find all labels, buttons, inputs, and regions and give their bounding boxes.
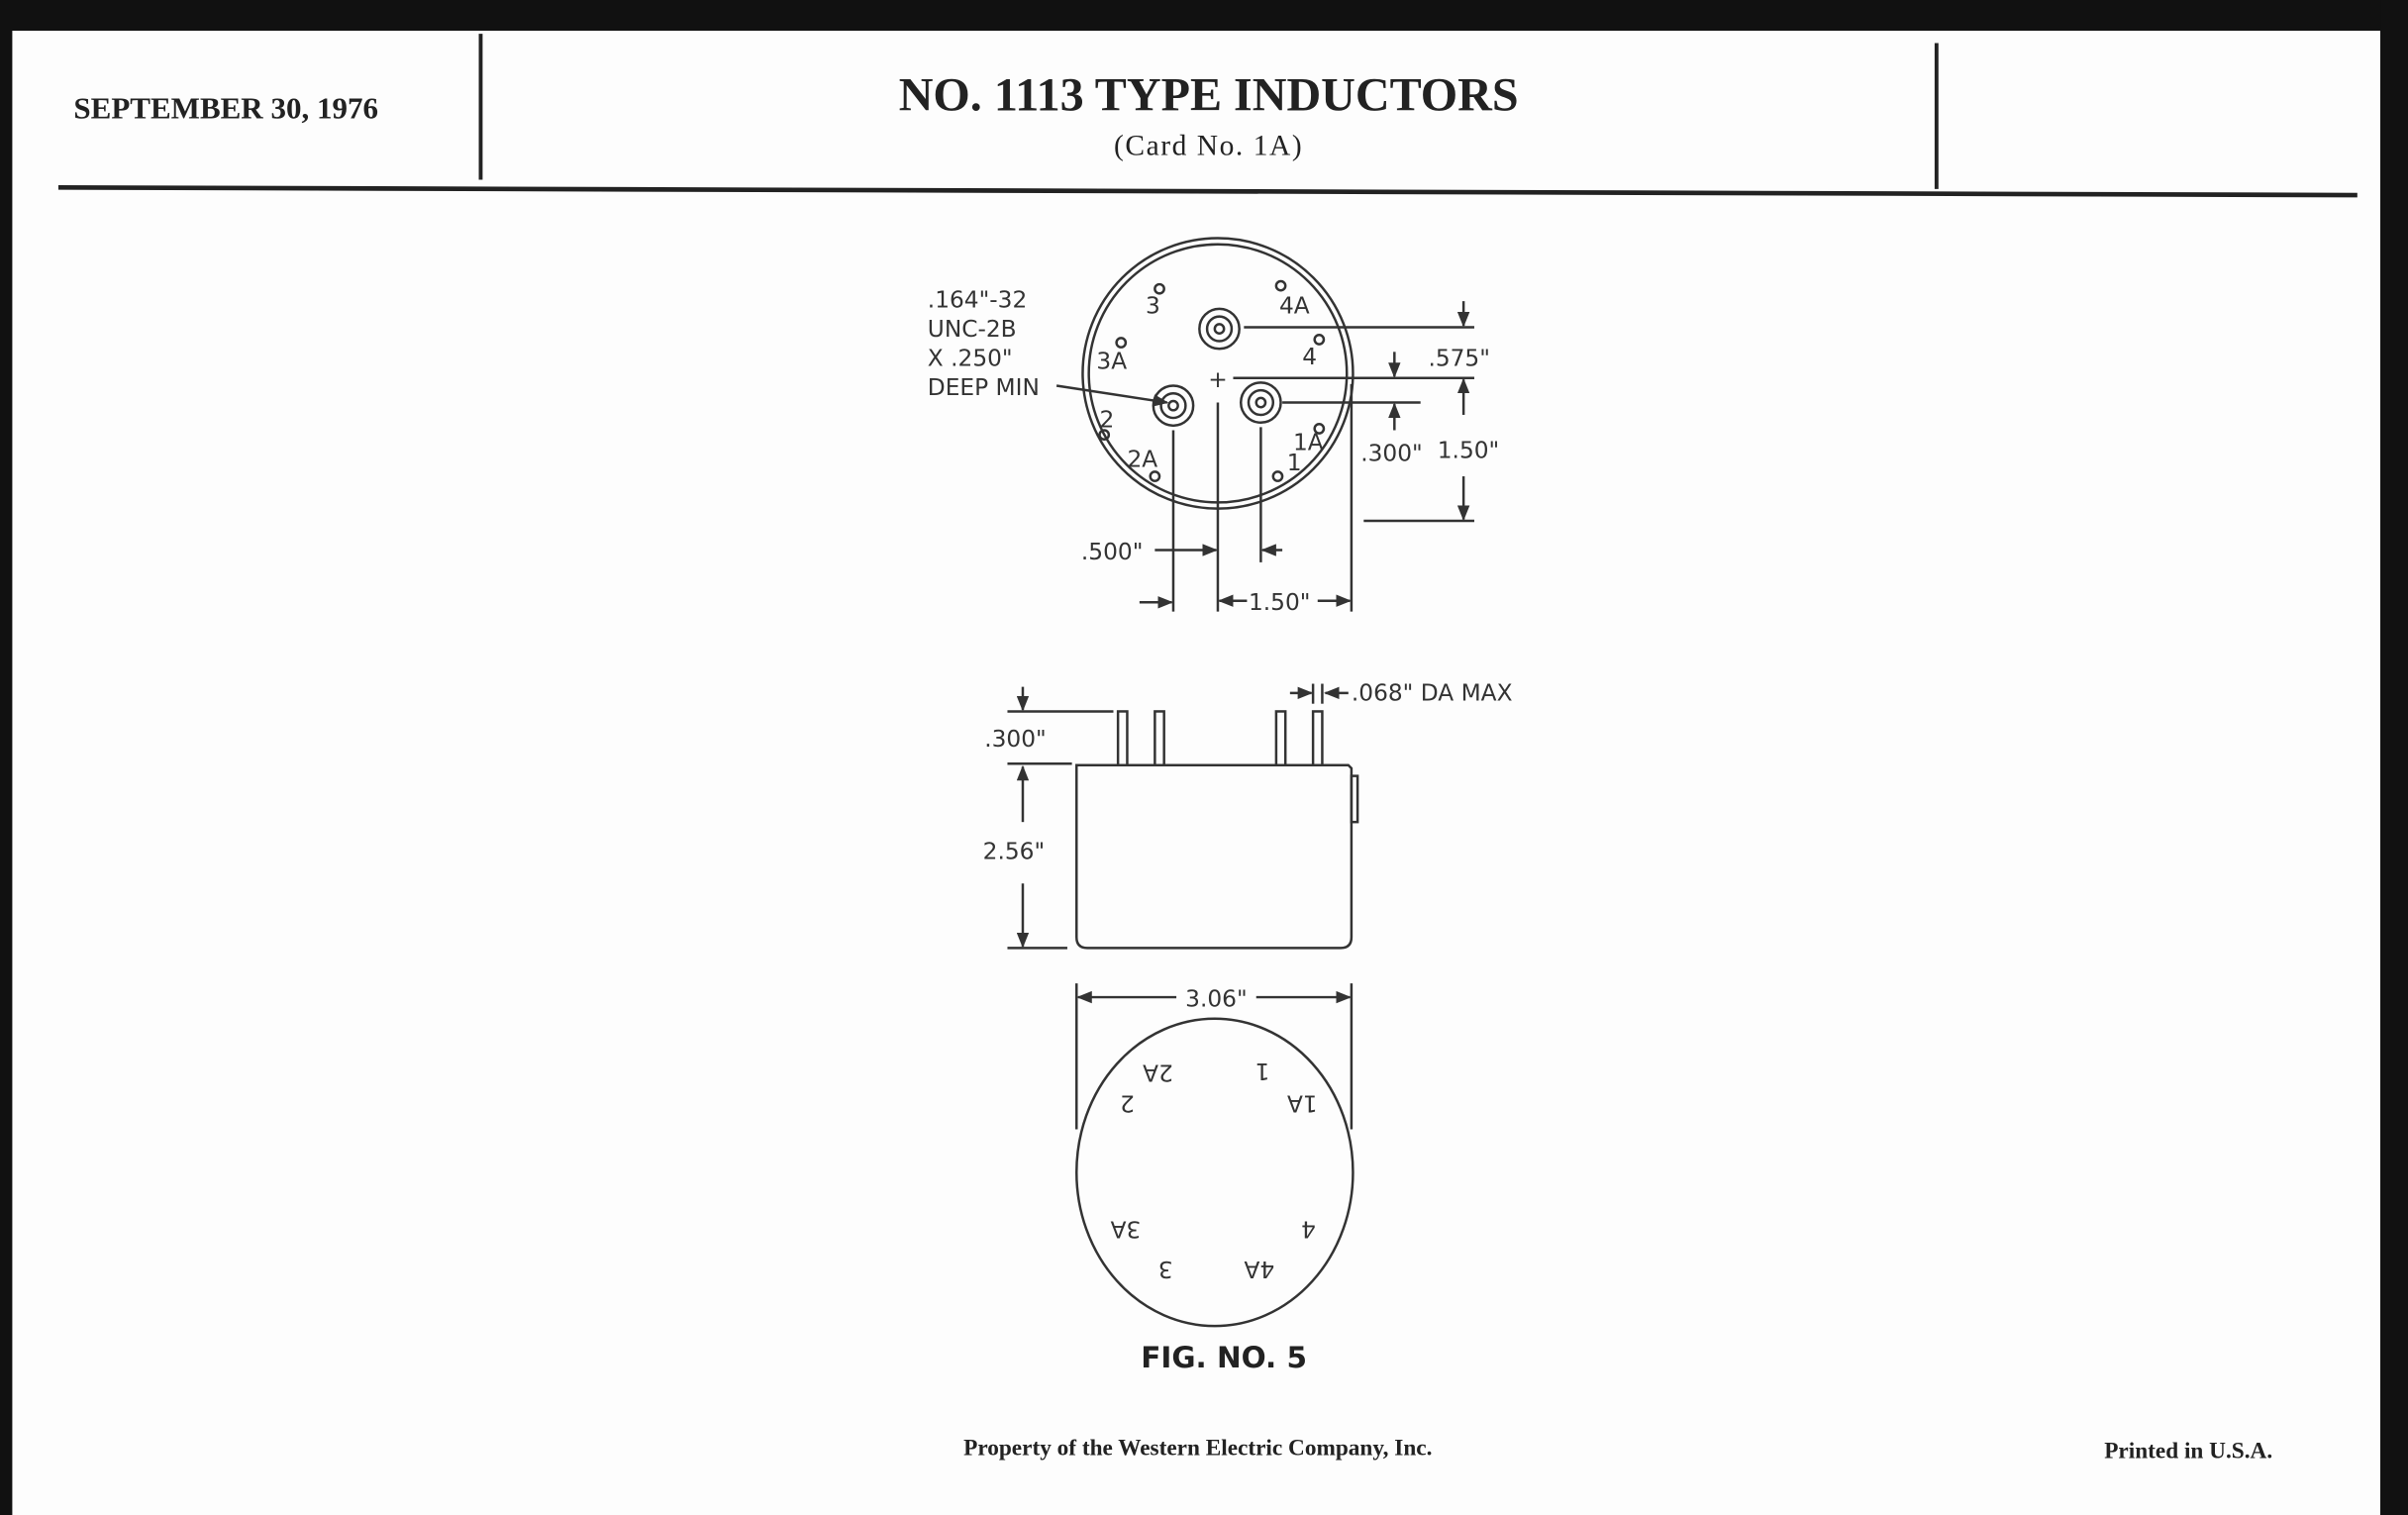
printed-notice: Printed in U.S.A.	[2104, 1439, 2272, 1464]
terminal-label: 3A	[1096, 348, 1127, 374]
terminal-label: 4	[1302, 344, 1317, 370]
figure-label: FIG. NO. 5	[1141, 1341, 1307, 1374]
svg-text:+: +	[1208, 366, 1227, 393]
terminal-label: 3	[1146, 293, 1160, 320]
terminal-label: 2A	[1143, 1059, 1173, 1085]
dimension-150-horizontal: 1.50"	[1249, 589, 1311, 616]
dimension-pin-length: .300"	[984, 726, 1047, 753]
thread-note: X .250"	[928, 345, 1013, 371]
dimension-575: .575"	[1428, 345, 1490, 371]
dimension-150-vertical: 1.50"	[1438, 437, 1500, 463]
terminal-label: 2A	[1127, 447, 1157, 473]
page-title: NO. 1113 TYPE INDUCTORS	[899, 69, 1519, 122]
terminal-label: 4A	[1279, 293, 1310, 320]
terminal-label: 2	[1100, 406, 1115, 433]
top-view-drawing: + 3 4A 3A 4 2 1A 2A 1 .164"-32 UNC-2B X …	[928, 237, 1500, 616]
card-page	[12, 31, 2381, 1515]
thread-note: DEEP MIN	[928, 374, 1040, 401]
terminal-label: 4A	[1244, 1256, 1274, 1282]
terminal-label: 3	[1158, 1256, 1173, 1282]
header-rule	[57, 184, 2358, 198]
terminal-label: 1A	[1293, 430, 1324, 456]
terminal-label: 3A	[1110, 1216, 1141, 1243]
date-label: SEPTEMBER 30, 1976	[73, 90, 378, 125]
terminal-label: 2	[1120, 1089, 1135, 1116]
side-view-drawing: .068" DA MAX .300" 2.56"	[983, 680, 1513, 950]
terminal-label: 1	[1287, 450, 1302, 476]
dimension-pin-diameter: .068" DA MAX	[1352, 680, 1513, 707]
terminal-label: 1	[1255, 1058, 1270, 1084]
terminal-label: 4	[1301, 1216, 1316, 1243]
dimension-height: 2.56"	[983, 838, 1046, 864]
dimension-300: .300"	[1360, 441, 1423, 467]
terminal-label: 1A	[1287, 1089, 1318, 1116]
dimension-diameter: 3.06"	[1185, 985, 1248, 1012]
stud-right	[1239, 381, 1282, 424]
bottom-view-drawing: 3.06" 2A 1 2 1A 3A 4 3 4A	[1075, 983, 1354, 1328]
card-number: (Card No. 1A)	[1114, 131, 1303, 162]
thread-note: UNC-2B	[928, 316, 1017, 343]
dimension-500: .500"	[1081, 539, 1144, 565]
property-notice: Property of the Western Electric Company…	[963, 1435, 1432, 1461]
stud-top	[1198, 307, 1241, 351]
thread-note: .164"-32	[928, 286, 1027, 313]
